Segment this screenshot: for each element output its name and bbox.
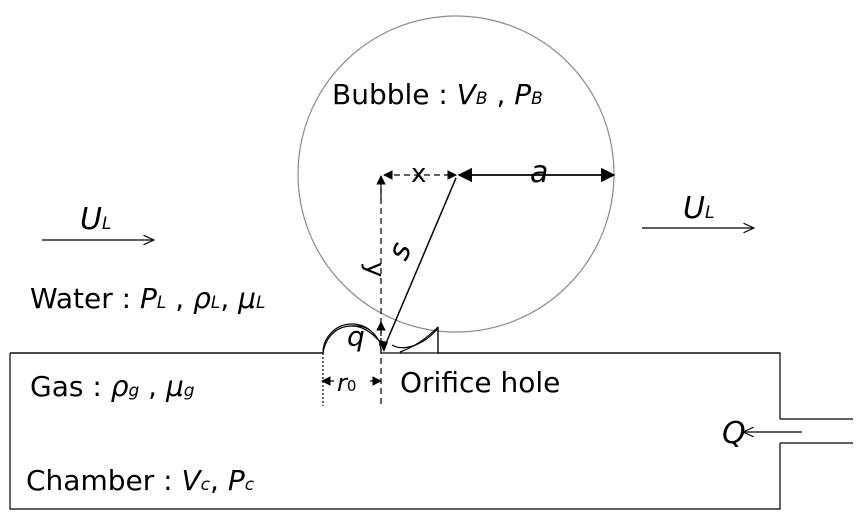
flow-right-label: UL — [683, 191, 714, 226]
s-label: s — [381, 237, 419, 265]
orifice-label: Orifice hole — [400, 366, 560, 399]
q-small-label: q — [347, 320, 365, 353]
bubble-label: Bubble : VB , PB — [332, 78, 543, 111]
r0-label: r0 — [337, 369, 356, 397]
a-label: a — [530, 155, 548, 190]
s-line — [383, 177, 457, 349]
q-flow-label: Q — [722, 416, 746, 451]
bubble-circle — [297, 15, 615, 333]
orifice-cap — [322, 325, 382, 354]
orifice-cap-right — [391, 326, 439, 353]
s-arrowhead — [378, 340, 388, 352]
water-label: Water : PL , ρL, μL — [30, 282, 265, 315]
flow-left-label: UL — [80, 202, 111, 237]
chamber-label: Chamber : Vc, Pc — [26, 464, 255, 497]
gas-label: Gas : ρg , μg — [30, 370, 195, 403]
x-label: x — [411, 159, 426, 189]
y-label: y — [360, 262, 390, 277]
